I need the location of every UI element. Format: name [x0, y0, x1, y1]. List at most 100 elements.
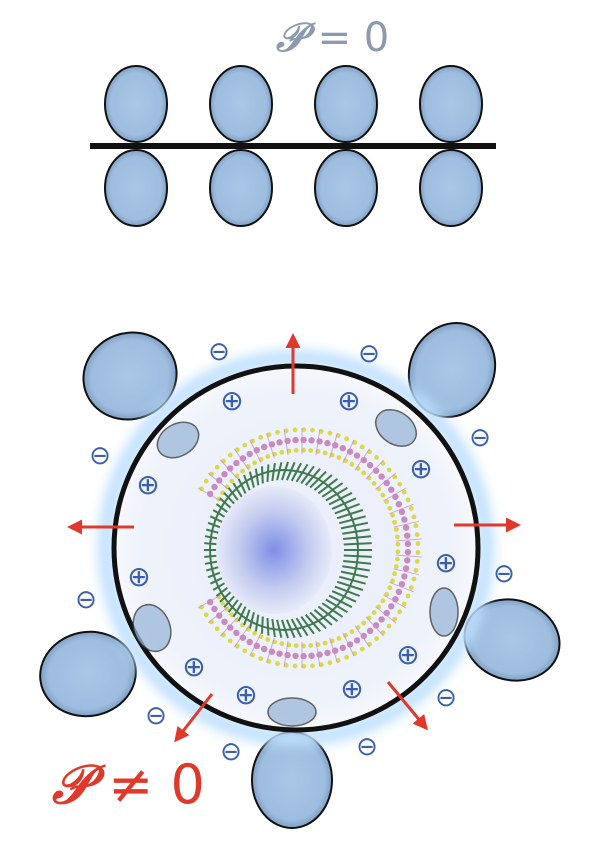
- label-zero-polarization: 𝒫 = 0: [276, 14, 389, 61]
- inner-tube-bond: [254, 614, 260, 632]
- tube-atom: [246, 450, 253, 458]
- tube-atom: [374, 455, 379, 460]
- tube-bond: [354, 448, 371, 471]
- positive-charge: ⊕: [340, 672, 363, 705]
- tube-atom: [401, 573, 408, 580]
- tube-atom: [258, 435, 264, 440]
- inner-tube-bond: [219, 590, 233, 603]
- tube-atom: [402, 565, 410, 572]
- tube-bond: [249, 439, 262, 464]
- inner-tube-bond: [271, 618, 276, 638]
- tube-atom: [386, 623, 392, 629]
- tube-bond: [329, 637, 338, 663]
- tube-atom: [300, 652, 307, 660]
- tube-atom: [275, 661, 280, 667]
- tube-atom: [402, 524, 410, 531]
- negative-charge: ⊖: [208, 337, 230, 367]
- tube-atom: [366, 462, 374, 469]
- tube-atom: [401, 516, 408, 523]
- negative-charge: ⊖: [89, 441, 111, 471]
- outer-tube-layer: [197, 427, 422, 669]
- inner-tube-bond: [232, 482, 243, 498]
- inner-orbital-5: [267, 697, 317, 727]
- inner-tube-bond: [215, 503, 230, 515]
- tube-atom: [339, 445, 346, 452]
- tube-atom: [380, 492, 386, 498]
- tube-bond: [395, 538, 422, 542]
- inner-tube-bond: [237, 478, 247, 494]
- positive-charge: ⊕: [337, 384, 360, 417]
- tube-atom: [227, 624, 234, 631]
- tube-atom: [327, 660, 333, 666]
- tube-bond: [220, 459, 239, 480]
- positive-charge: ⊕: [182, 650, 205, 683]
- tube-bond: [266, 433, 275, 459]
- tube-atom: [327, 430, 333, 436]
- tube-atom: [378, 616, 385, 623]
- positive-charge: ⊕: [396, 638, 419, 671]
- negative-charge: ⊖: [469, 423, 491, 453]
- tube-atom: [413, 523, 419, 529]
- positive-charge: ⊕: [127, 560, 150, 593]
- tube-atom: [378, 473, 385, 480]
- inner-tube-bond: [219, 497, 233, 510]
- tube-bond: [197, 487, 221, 502]
- tube-atom: [395, 541, 401, 547]
- inner-orbital-2: [375, 409, 417, 447]
- positive-charges: ⊕ ⊕ ⊕ ⊕ ⊕ ⊕ ⊕ ⊕ ⊕ ⊕: [127, 384, 457, 711]
- tube-atom: [220, 600, 226, 606]
- inner-tube-layer: [204, 461, 372, 639]
- tube-bond: [354, 625, 371, 648]
- tube-atom: [324, 439, 331, 447]
- tube-atom: [392, 571, 397, 577]
- negative-charge: ⊖: [493, 559, 515, 589]
- inner-tube-bond: [243, 474, 251, 491]
- tube-atom: [227, 638, 233, 644]
- tube-atom: [395, 556, 400, 562]
- inner-tube-bond: [254, 468, 260, 486]
- tube-atom: [411, 576, 417, 582]
- tube-atom: [339, 644, 346, 651]
- tube-atom: [408, 506, 414, 511]
- tube-atom: [390, 578, 395, 584]
- tube-atom: [346, 641, 354, 648]
- inner-tube-bond: [261, 466, 264, 484]
- tube-atom: [322, 450, 328, 456]
- arrow-bottom-left: [174, 693, 214, 743]
- tube-atom: [199, 604, 204, 610]
- tube-atom: [229, 478, 235, 484]
- tube-atom: [258, 656, 264, 661]
- tube-atom: [398, 508, 406, 515]
- tube-atom: [308, 437, 315, 444]
- tube-bond: [283, 640, 289, 667]
- curved-shell-group: ⊖ ⊖ ⊖ ⊖ ⊖ ⊖ ⊖ ⊖ ⊖ ⊖ ⊕ ⊕ ⊕ ⊕ ⊕ ⊕ ⊕ ⊕: [39, 322, 561, 829]
- positive-charge: ⊕: [234, 678, 257, 711]
- relation-text: = 0: [317, 15, 390, 61]
- inner-tube-bond: [276, 619, 283, 638]
- tube-atom: [344, 654, 349, 660]
- tube-bond: [207, 472, 229, 490]
- inner-tube-bond: [227, 598, 239, 613]
- tube-atom: [300, 436, 307, 444]
- tube-atom: [374, 636, 379, 641]
- tube-atom: [359, 646, 365, 652]
- inner-orbital-3: [429, 587, 459, 637]
- tube-atom: [252, 630, 257, 636]
- tube-atom: [322, 640, 328, 646]
- inner-tube-bond: [276, 462, 283, 481]
- tube-bond: [389, 581, 414, 593]
- tube-atom: [401, 601, 407, 607]
- tube-atom: [395, 534, 400, 540]
- tube-atom: [261, 645, 268, 653]
- tube-atom: [393, 564, 399, 569]
- tube-atom: [227, 452, 233, 458]
- tube-atom: [408, 585, 414, 590]
- tube-bond: [342, 439, 355, 464]
- tube-bond: [393, 520, 420, 528]
- tube-atom: [413, 567, 419, 573]
- orbital-top-3: [314, 65, 378, 143]
- tube-atom: [387, 585, 393, 591]
- tube-atom: [404, 532, 411, 539]
